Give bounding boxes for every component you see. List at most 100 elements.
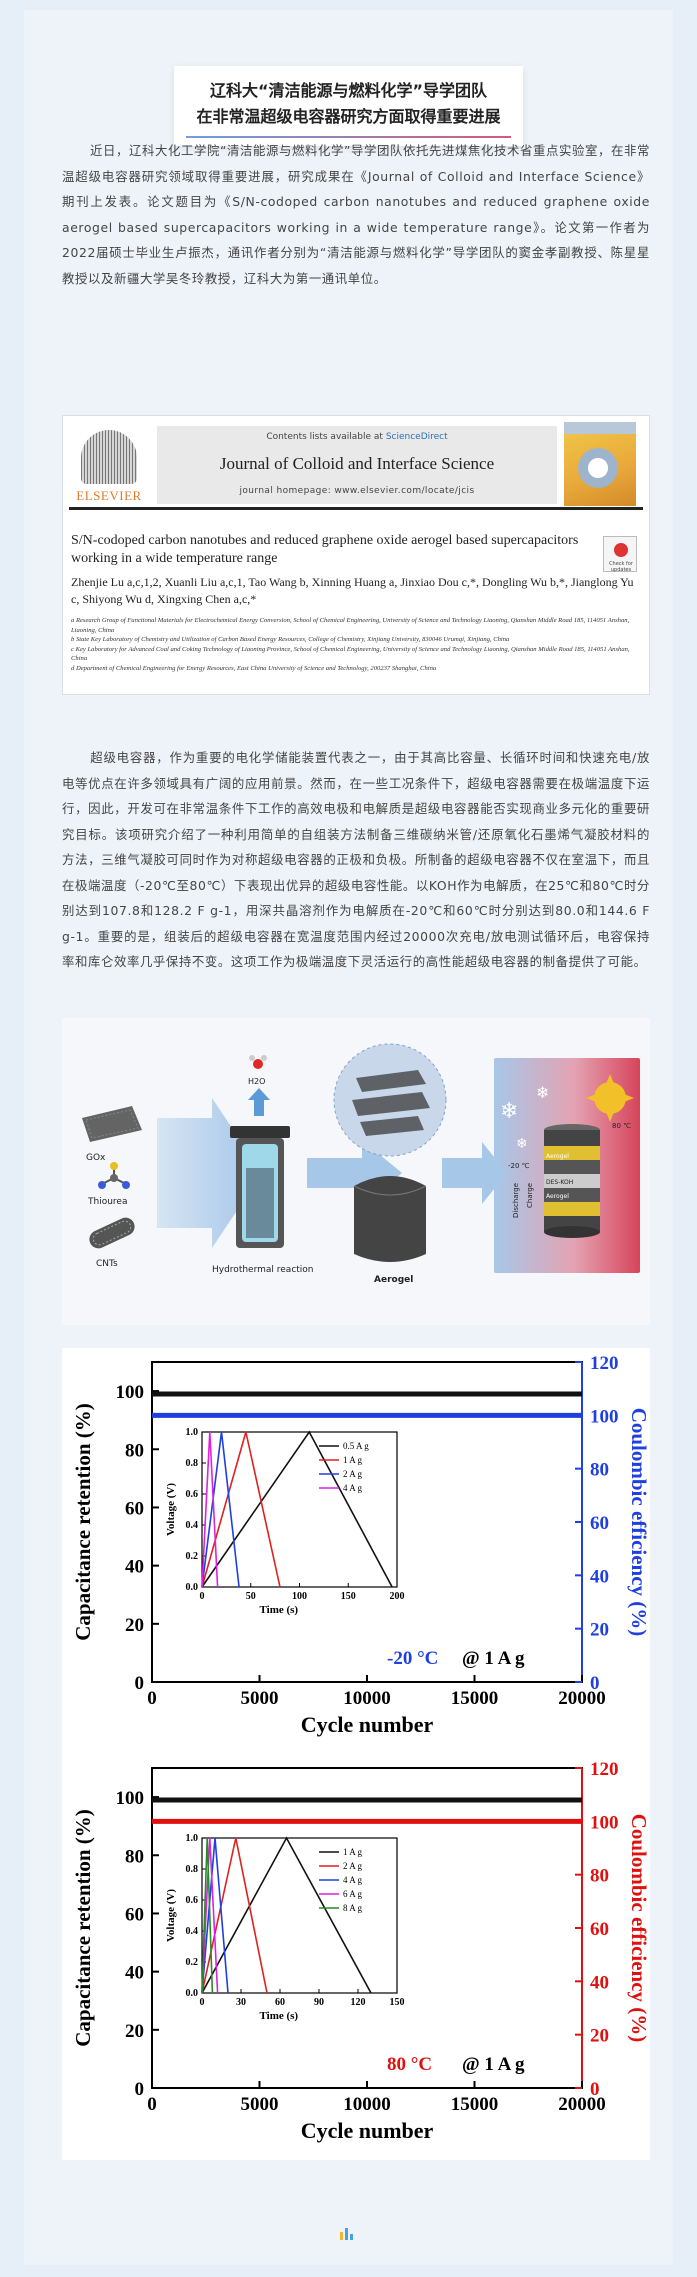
title-card: 辽科大“清洁能源与燃料化学”导学团队 在非常温超级电容器研究方面取得重要进展 <box>174 66 523 146</box>
tree-icon <box>81 430 137 484</box>
svg-text:Discharge: Discharge <box>512 1183 520 1218</box>
inset-gcd-curve <box>201 1837 219 1994</box>
y-tick-label: 20 <box>125 1615 144 1636</box>
inset-x-tick-label: 150 <box>341 1591 356 1602</box>
inset-y-tick-label: 0.0 <box>186 1988 199 1999</box>
svg-text:❄: ❄ <box>536 1083 549 1102</box>
svg-text:❄: ❄ <box>500 1099 518 1124</box>
supercapacitor-cell-icon <box>544 1124 600 1238</box>
cover-art-icon <box>578 448 618 488</box>
inset-gcd-curve <box>201 1837 268 1994</box>
x-tick-label: 15000 <box>451 2094 499 2115</box>
graphene-stack-icon <box>352 1070 430 1136</box>
y-tick-label: 80 <box>125 1846 144 1867</box>
electrolyte-label: DES-KOH <box>546 1179 573 1186</box>
inset-x-tick-label: 100 <box>292 1591 307 1602</box>
inset-y-tick-label: 0.6 <box>186 1895 199 1906</box>
x-axis-label: Cycle number <box>301 2118 434 2143</box>
inset-gcd-curve <box>201 1837 214 1994</box>
y-tick-label: 20 <box>125 2021 144 2042</box>
cnt-tube-icon <box>89 1217 135 1249</box>
title-divider <box>186 136 511 138</box>
svg-text:❄: ❄ <box>516 1136 528 1152</box>
x-tick-label: 20000 <box>558 2094 606 2115</box>
inset-x-tick-label: 60 <box>275 1997 285 2008</box>
inset-x-tick-label: 30 <box>236 1997 246 2008</box>
paper-title: S/N-codoped carbon nanotubes and reduced… <box>71 533 579 566</box>
y-tick-label: 100 <box>116 1788 145 1809</box>
y-tick-label: 0 <box>135 2079 145 2100</box>
research-text: 超级电容器，作为重要的电化学储能装置代表之一，由于其高比容量、长循环时间和快速充… <box>62 750 651 969</box>
layer-2-label: Aerogel <box>546 1193 569 1200</box>
inset-x-tick-label: 0 <box>200 1997 205 2008</box>
y-tick-label: 80 <box>125 1440 144 1461</box>
thiourea-molecule-icon <box>98 1162 130 1189</box>
inset-gcd-curve <box>201 1431 240 1588</box>
y2-tick-label: 20 <box>590 2026 609 2047</box>
inset-gcd-curve <box>201 1431 281 1588</box>
inset-gcd-curve <box>201 1836 372 1994</box>
water-molecule-icon <box>249 1055 267 1069</box>
legend-label: 6 A g <box>343 1889 363 1899</box>
y2-tick-label: 60 <box>590 1513 609 1534</box>
x-tick-label: 20000 <box>558 1688 606 1709</box>
gox-label: GOx <box>86 1153 106 1163</box>
svg-text:Charge: Charge <box>526 1183 534 1208</box>
title-line-2: 在非常温超级电容器研究方面取得重要进展 <box>196 107 501 126</box>
x-tick-label: 5000 <box>241 1688 279 1709</box>
intro-paragraph: 近日，辽科大化工学院“清洁能源与燃料化学”导学团队依托先进煤焦化技术省重点实验室… <box>62 138 650 291</box>
y2-tick-label: 80 <box>590 1460 609 1481</box>
paper-authors: Zhenjie Lu a,c,1,2, Xuanli Liu a,c,1, Ta… <box>71 575 634 606</box>
y-axis-label: Capacitance retention (%) <box>71 1403 95 1641</box>
y2-tick-label: 100 <box>590 1812 619 1833</box>
x-axis-label: Cycle number <box>301 1712 434 1737</box>
inset-frame <box>201 1431 398 1588</box>
legend-label: 1 A g <box>343 1847 363 1857</box>
y2-tick-label: 40 <box>590 1566 609 1587</box>
y2-tick-label: 0 <box>590 2079 600 2100</box>
inset-x-tick-label: 50 <box>246 1591 256 1602</box>
check-for-updates-badge[interactable]: Check for updates <box>603 536 637 573</box>
h2o-label: H2O <box>248 1077 265 1086</box>
inset-y-tick-label: 0.4 <box>186 1520 199 1531</box>
bookmark-icon <box>614 543 628 557</box>
inset-gcd-curve <box>201 1837 229 1994</box>
layer-1-label: Aerogel <box>546 1153 569 1160</box>
legend-label: 1 A g <box>343 1455 363 1465</box>
inset-y-label: Voltage (V) <box>165 1889 177 1942</box>
x-tick-label: 15000 <box>451 1688 499 1709</box>
x-tick-label: 5000 <box>241 2094 279 2115</box>
temperature-annotation: 80 °C <box>387 2054 432 2075</box>
y2-tick-label: 40 <box>590 1972 609 1993</box>
y-tick-label: 40 <box>125 1963 144 1984</box>
legend-label: 4 A g <box>343 1875 363 1885</box>
x-tick-label: 10000 <box>343 2094 391 2115</box>
y2-tick-label: 20 <box>590 1620 609 1641</box>
y-tick-label: 40 <box>125 1557 144 1578</box>
cnts-label: CNTs <box>96 1259 118 1269</box>
inset-x-label: Time (s) <box>260 2010 299 2022</box>
synthesis-scheme: GOx Thiourea CNTs <box>62 1018 650 1325</box>
y-tick-label: 100 <box>116 1382 145 1403</box>
inset-y-tick-label: 0.2 <box>186 1957 199 1968</box>
inset-y-tick-label: 1.0 <box>186 1833 199 1844</box>
x-tick-label: 0 <box>147 1688 157 1709</box>
inset-frame <box>201 1837 398 1994</box>
y-axis-label: Capacitance retention (%) <box>71 1809 95 2047</box>
inset-y-tick-label: 1.0 <box>186 1427 199 1438</box>
inset-y-tick-label: 0.6 <box>186 1489 199 1500</box>
bar-chart-icon <box>340 2228 356 2240</box>
inset-gcd-curve <box>201 1430 393 1588</box>
y2-tick-label: 120 <box>590 1759 619 1780</box>
y-tick-label: 0 <box>135 1673 145 1694</box>
sciencedirect-link[interactable]: ScienceDirect <box>385 432 448 442</box>
y2-axis-label: Coulombic efficiency (%) <box>627 1814 650 2043</box>
inset-x-tick-label: 90 <box>314 1997 324 2008</box>
inset-y-tick-label: 0.4 <box>186 1926 199 1937</box>
elsevier-logo: ELSEVIER <box>73 426 145 506</box>
